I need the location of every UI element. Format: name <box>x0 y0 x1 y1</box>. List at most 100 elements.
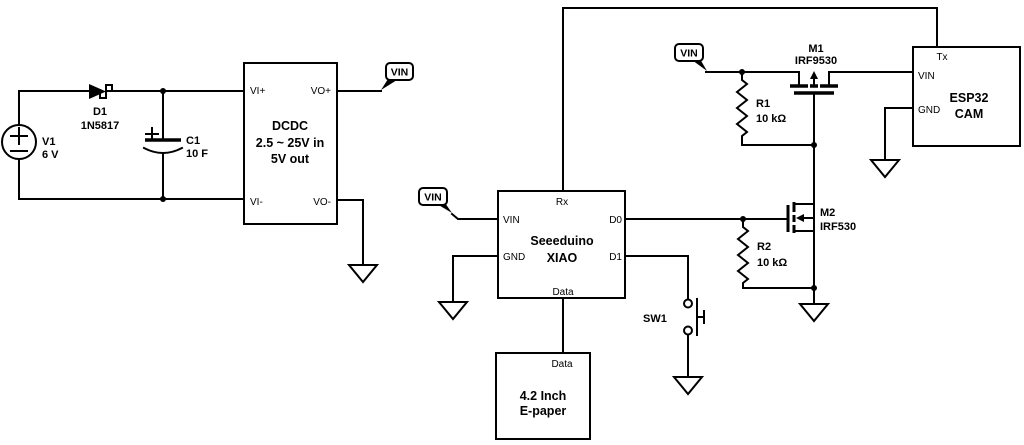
v1-ref: V1 <box>42 136 55 148</box>
r1-ref: R1 <box>756 98 770 110</box>
c1-plus-mark <box>145 127 159 141</box>
vin-flag-box <box>674 43 704 62</box>
m1-pmos-transistor: M1 IRF9530 <box>790 43 838 95</box>
d1-ref: D1 <box>93 106 107 118</box>
c1-ref: C1 <box>186 135 200 147</box>
vin-flag-m1: VIN <box>674 43 707 71</box>
dcdc-box <box>243 62 338 225</box>
wire-vinflag-to-xiao <box>450 212 499 220</box>
esp32-pin-tx: Tx <box>936 52 947 63</box>
vin-flag-label: VIN <box>424 192 442 204</box>
ground-icon <box>671 376 705 396</box>
m1-body-arrow-head <box>810 71 818 79</box>
m1-ref: M1 <box>808 43 823 55</box>
vin-flag-box <box>385 62 414 81</box>
esp32-title-2: CAM <box>955 107 983 121</box>
seeeduino-xiao: Rx VIN GND D0 D1 Data Seeeduino XIAO <box>497 190 626 299</box>
epaper-box <box>495 352 591 440</box>
sw1-ref: SW1 <box>643 313 667 325</box>
dcdc-output: 5V out <box>271 152 310 166</box>
r1-resistor: R1 10 kΩ <box>735 71 815 146</box>
vin-flag-box <box>418 187 448 206</box>
wire-vo-minus-gnd <box>336 199 364 266</box>
dcdc-title: DCDC <box>272 119 308 133</box>
v1-polarity-marks <box>10 127 28 152</box>
dcdc-converter: VI+ VO+ VI- VO- DCDC 2.5 ~ 25V in 5V out <box>243 62 338 225</box>
xiao-pin-rx: Rx <box>556 197 568 208</box>
r2-zigzag <box>736 218 815 289</box>
wires <box>18 7 938 378</box>
xiao-pin-d0: D0 <box>609 215 622 226</box>
junction-dot <box>739 69 745 75</box>
wire-m1-drain-esp32 <box>828 71 914 85</box>
dcdc-pin-vi-plus: VI+ <box>250 86 265 97</box>
junction-dots <box>160 69 817 291</box>
r2-resistor: R2 10 kΩ <box>736 218 815 289</box>
dcdc-input-range: 2.5 ~ 25V in <box>256 136 324 150</box>
wire-vin-m1-source <box>705 71 800 85</box>
c1-value: 10 F <box>186 148 208 160</box>
m2-nmos-transistor: M2 IRF530 <box>786 202 856 233</box>
xiao-pin-vin: VIN <box>503 215 520 226</box>
wire-bottom-rail <box>18 158 245 200</box>
m2-ref: M2 <box>820 207 835 219</box>
wire-esp32-gnd <box>884 107 914 161</box>
junction-dot <box>811 285 817 291</box>
r1-value: 10 kΩ <box>756 113 786 125</box>
esp32-title-1: ESP32 <box>950 91 989 105</box>
d1-cathode-bar <box>99 84 113 99</box>
vin-flag-tail <box>381 79 397 90</box>
esp32-box <box>912 46 1021 147</box>
m2-body-arrow-head <box>796 214 804 222</box>
sw1-terminal-top <box>683 298 693 309</box>
m2-value: IRF530 <box>820 221 856 233</box>
xiao-title-1: Seeeduino <box>530 234 594 248</box>
m1-value: IRF9530 <box>795 55 837 67</box>
vin-flag-xiao: VIN <box>418 187 452 213</box>
ground-icon <box>346 264 380 284</box>
ground-icon <box>436 301 470 321</box>
epaper-pin-data: Data <box>551 359 573 370</box>
wire-xiao-gnd <box>452 255 499 303</box>
ground-icon <box>868 159 902 179</box>
sw1-terminal-bottom <box>683 325 693 336</box>
c1-bottom-plate <box>142 146 184 154</box>
d1-schottky-diode: D1 1N5817 <box>81 84 120 132</box>
v1-value: 6 V <box>42 149 59 161</box>
vin-flag-label: VIN <box>391 67 409 79</box>
junction-dot <box>811 142 817 148</box>
dcdc-pin-vi-minus: VI- <box>250 197 263 208</box>
esp32-cam: Tx VIN GND ESP32 CAM <box>912 46 1021 147</box>
epaper-title-1: 4.2 Inch <box>520 389 567 403</box>
ground-symbols <box>346 159 902 396</box>
junction-dot <box>160 88 166 94</box>
dcdc-pin-vo-minus: VO- <box>313 197 331 208</box>
epaper-title-2: E-paper <box>520 404 567 418</box>
xiao-pin-data: Data <box>552 287 574 298</box>
d1-anode-triangle <box>89 84 106 99</box>
r2-value: 10 kΩ <box>757 257 787 269</box>
r2-ref: R2 <box>757 241 771 253</box>
vin-flag-label: VIN <box>680 48 698 60</box>
r1-zigzag <box>735 71 815 146</box>
junction-dot <box>740 216 746 222</box>
xiao-box <box>497 190 626 299</box>
c1-capacitor: C1 10 F <box>142 127 208 160</box>
junction-dot <box>160 196 166 202</box>
esp32-pin-vin: VIN <box>918 71 935 82</box>
v1-voltage-source: V1 6 V <box>1 124 59 161</box>
wire-v1-to-diode <box>18 90 90 126</box>
dcdc-pin-vo-plus: VO+ <box>311 86 331 97</box>
d1-value: 1N5817 <box>81 120 120 132</box>
xiao-pin-d1: D1 <box>609 252 622 263</box>
esp32-pin-gnd: GND <box>918 105 940 116</box>
wire-rx-tx-link <box>562 7 938 192</box>
sw1-actuator <box>696 310 705 324</box>
xiao-pin-gnd: GND <box>503 252 525 263</box>
sw1-push-button: SW1 <box>643 298 705 336</box>
vin-flag-dcdc-out: VIN <box>381 62 414 90</box>
epaper-display: Data 4.2 Inch E-paper <box>495 352 591 440</box>
wire-d1-switch <box>624 255 689 300</box>
